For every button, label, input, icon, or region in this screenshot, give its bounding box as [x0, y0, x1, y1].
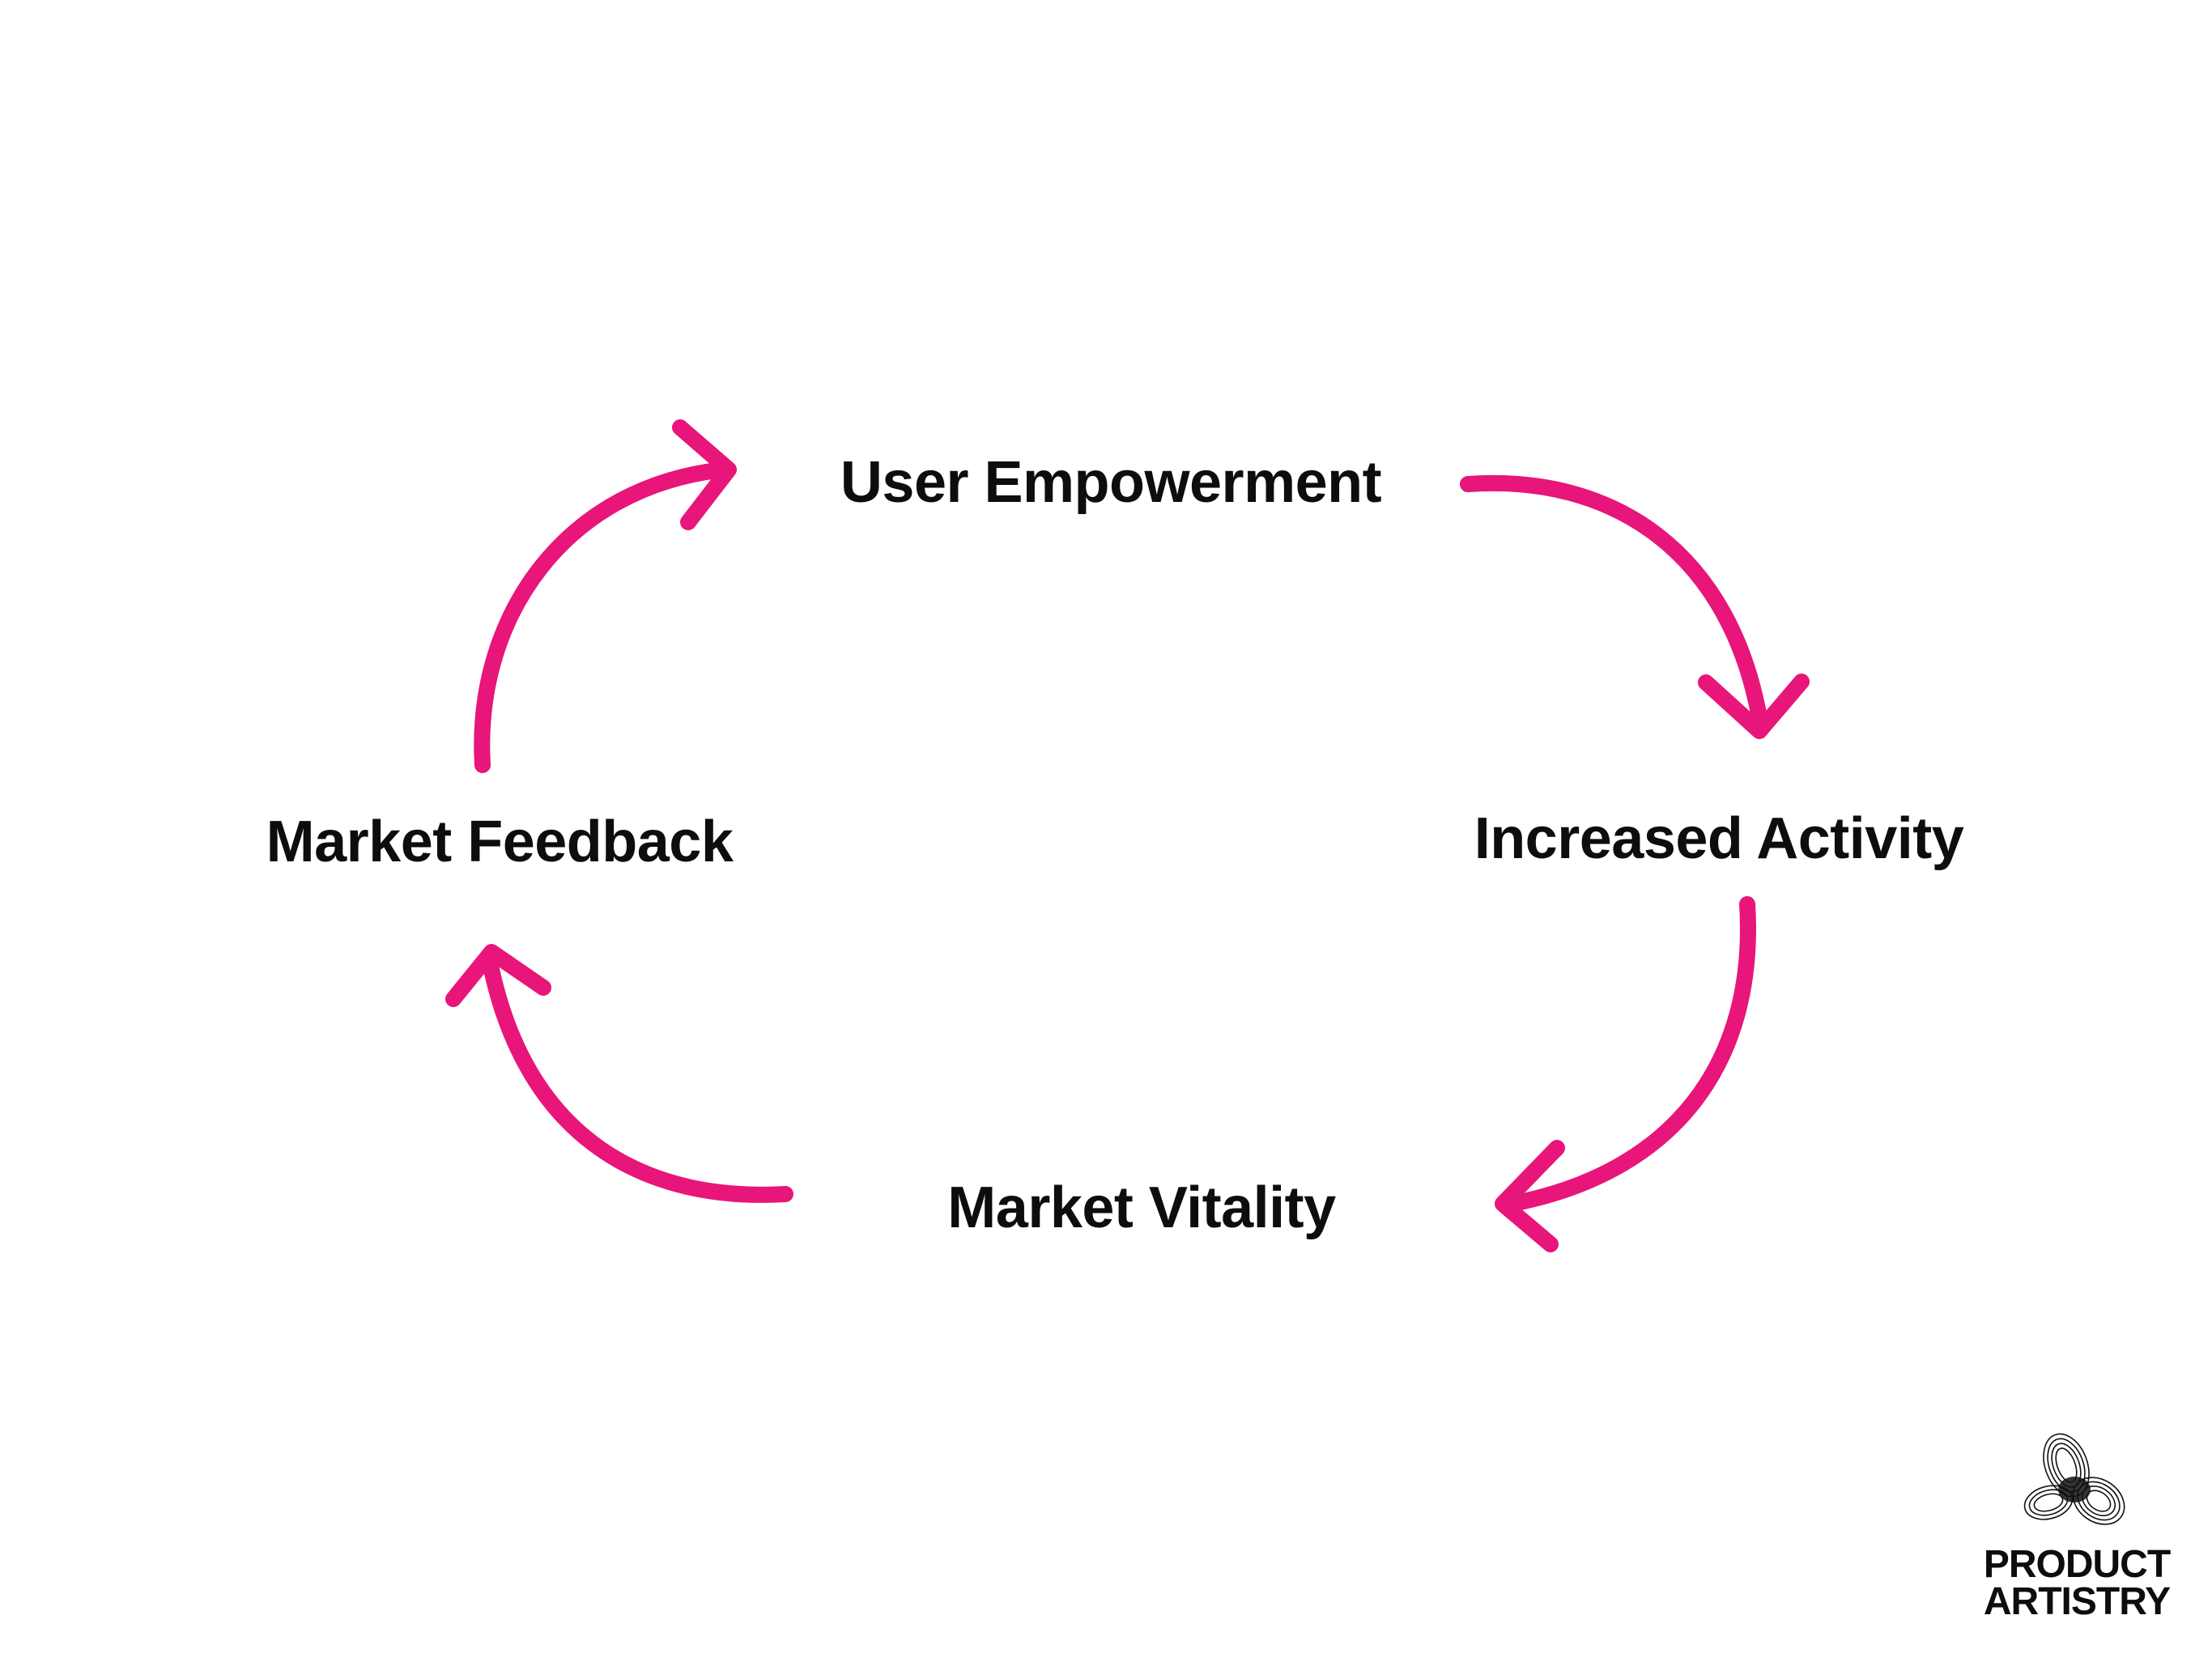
intertwined-rings-logo-icon [2023, 1433, 2125, 1525]
node-user-empowerment: User Empowerment [840, 450, 1382, 515]
logo-wordmark: PRODUCT ARTISTRY [1967, 1543, 2186, 1623]
logo-line-1: PRODUCT [1983, 1543, 2171, 1586]
arrow-head [1698, 674, 1810, 739]
arrow-shaft-curve [1499, 896, 1756, 1213]
node-market-feedback: Market Feedback [266, 810, 734, 874]
logo-line-2: ARTISTRY [1983, 1580, 2171, 1623]
node-increased-activity: Increased Activity [1474, 806, 1964, 871]
product-artistry-logo: PRODUCT ARTISTRY [1967, 1417, 2186, 1635]
arrow-shaft-curve [474, 461, 733, 773]
node-market-vitality: Market Vitality [947, 1175, 1336, 1240]
arrow-user-empowerment-to-increased-activity [1460, 474, 1810, 739]
arrow-increased-activity-to-market-vitality [1495, 896, 1756, 1252]
arrow-shaft-curve [1460, 474, 1769, 735]
arrow-shaft-curve [482, 954, 793, 1203]
arrow-market-vitality-to-market-feedback [445, 944, 793, 1203]
arrow-head [445, 944, 551, 1007]
arrow-market-feedback-to-user-empowerment [474, 419, 737, 773]
arrow-head [1495, 1140, 1565, 1252]
arrow-head [672, 419, 737, 530]
